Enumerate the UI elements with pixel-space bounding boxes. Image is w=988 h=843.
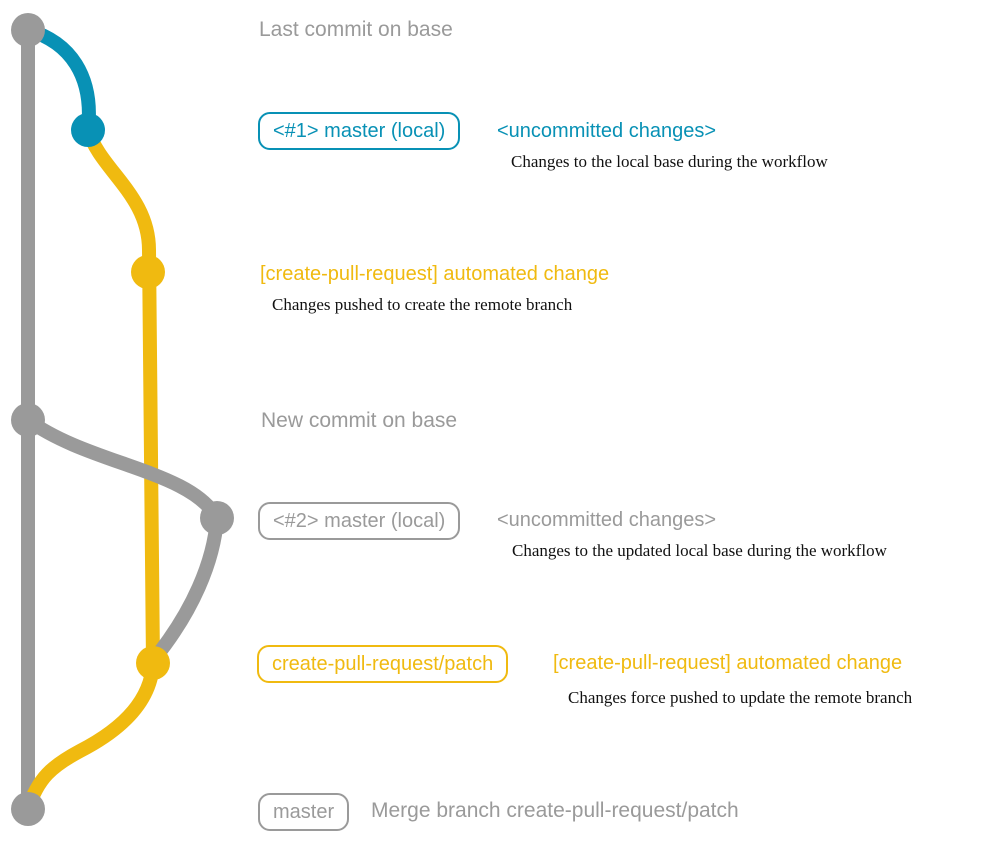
merge-commit-note: Merge branch create-pull-request/patch — [371, 799, 739, 822]
merge-branch-line — [21, 656, 160, 816]
commit-dot-merge — [11, 792, 45, 826]
branch-badge-master: master — [258, 793, 350, 831]
commit-dot-last-base — [11, 13, 45, 47]
rebase-branch-in-line — [148, 511, 224, 665]
patch-branch-line — [81, 123, 160, 670]
commit-description-automated-2: Changes force pushed to update the remot… — [568, 688, 913, 707]
commit-dot-local-1 — [71, 113, 105, 147]
commit-description-automated-1: Changes pushed to create the remote bran… — [272, 295, 573, 314]
commit-description-uncommitted-1: Changes to the local base during the wor… — [511, 152, 828, 171]
commit-message-automated-1: [create-pull-request] automated change — [260, 263, 610, 285]
commit-dot-local-2 — [200, 501, 234, 535]
new-commit-note: New commit on base — [261, 409, 458, 432]
commit-dot-patch-2 — [136, 646, 170, 680]
commit-message-uncommitted-1: <uncommitted changes> — [497, 120, 717, 142]
rebase-branch-out-line — [21, 413, 224, 525]
branch-badge-master-local-1: <#1> master (local) — [258, 112, 461, 150]
branch-badge-patch: create-pull-request/patch — [257, 645, 509, 683]
commit-dot-new-base — [11, 403, 45, 437]
branch-badge-master-local-2: <#2> master (local) — [258, 502, 461, 540]
last-commit-note: Last commit on base — [259, 18, 453, 41]
commit-message-uncommitted-2: <uncommitted changes> — [497, 509, 717, 531]
commit-dot-patch-1 — [131, 255, 165, 289]
commit-description-uncommitted-2: Changes to the updated local base during… — [512, 541, 887, 560]
commit-message-automated-2: [create-pull-request] automated change — [553, 652, 903, 674]
local-changes-branch-line — [21, 23, 96, 137]
